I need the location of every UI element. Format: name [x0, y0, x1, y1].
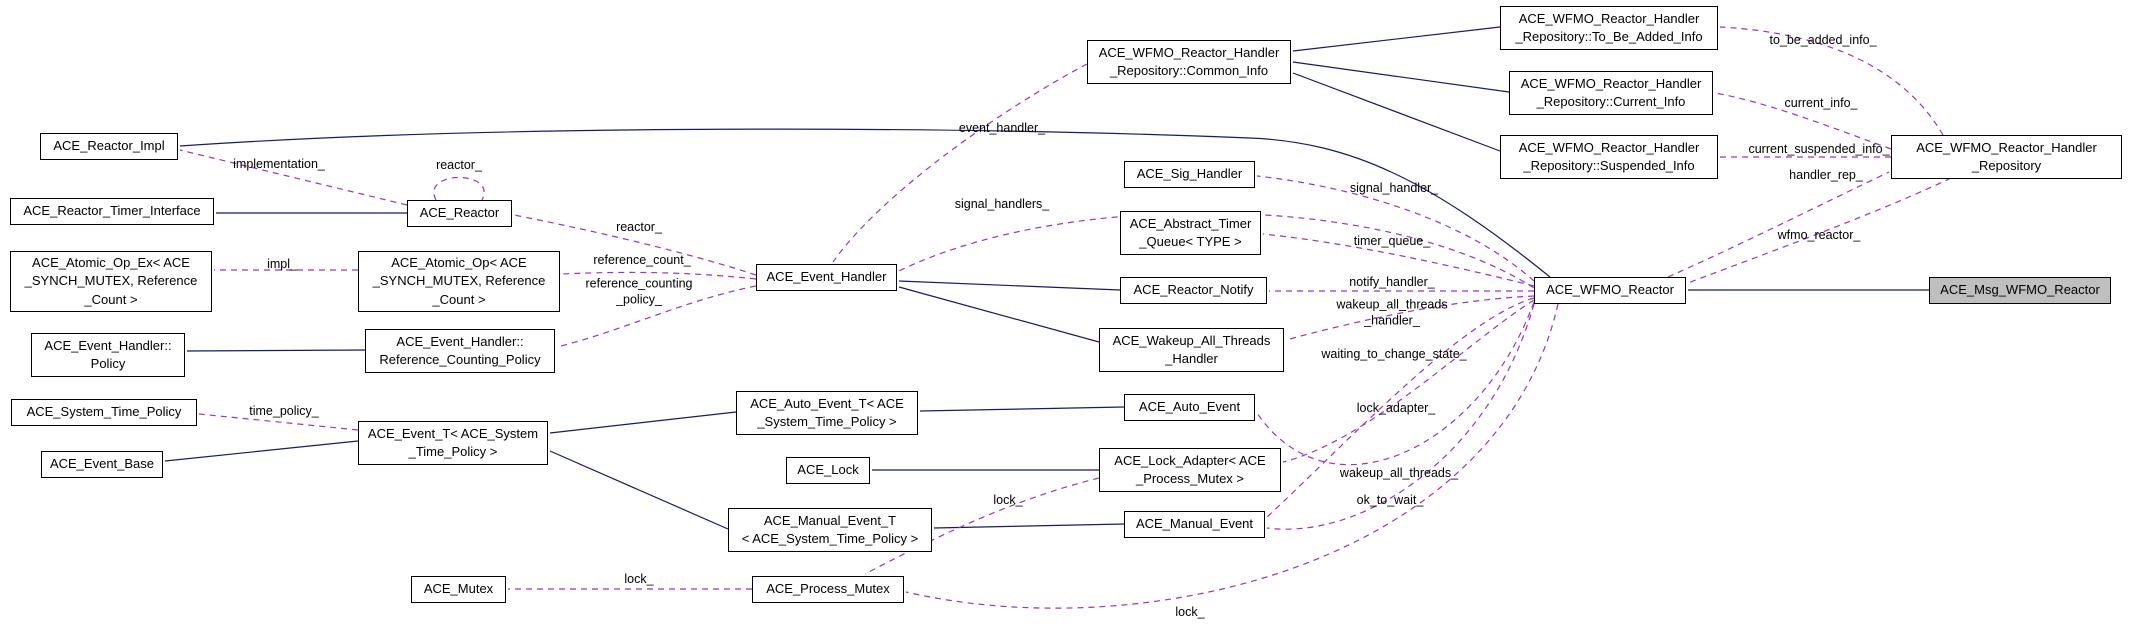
edge-inh-to-be-added-to-common-info: [1292, 26, 1501, 52]
node-ace-event-t[interactable]: ACE_Event_T< ACE_System _Time_Policy >: [358, 421, 548, 465]
edge-label-current-suspended-info: current_suspended_info_: [1748, 142, 1890, 157]
node-common-info[interactable]: ACE_WFMO_Reactor_Handler _Repository::Co…: [1087, 40, 1291, 84]
edge-use-lock-adapter: [1282, 299, 1535, 463]
node-ace-abstract-timer-queue[interactable]: ACE_Abstract_Timer _Queue< TYPE >: [1120, 211, 1261, 255]
node-ace-reactor[interactable]: ACE_Reactor: [407, 200, 512, 227]
node-ace-auto-event[interactable]: ACE_Auto_Event: [1124, 394, 1255, 421]
edge-inh-reactor-notify-to-event-handler: [898, 280, 1121, 291]
edge-inh-manual-event-t-to-event-t: [549, 450, 729, 530]
edge-label-lock-process-mutex: lock_: [624, 572, 654, 587]
edge-label-handler-rep: handler_rep_: [1789, 168, 1863, 183]
edge-inh-manual-event-to-manual-event-t: [933, 523, 1125, 529]
node-ace-event-handler[interactable]: ACE_Event_Handler: [756, 264, 897, 291]
node-ace-lock[interactable]: ACE_Lock: [786, 457, 870, 484]
edge-label-lock-lock-adapter: lock_: [993, 493, 1023, 508]
node-ace-auto-event-t[interactable]: ACE_Auto_Event_T< ACE _System_Time_Polic…: [736, 391, 918, 435]
edge-inh-auto-event-t-to-event-t: [549, 411, 737, 434]
edge-label-reference-count: reference_count_: [593, 253, 691, 268]
edge-use-time-policy: [198, 413, 359, 431]
node-ace-manual-event-t[interactable]: ACE_Manual_Event_T < ACE_System_Time_Pol…: [728, 508, 932, 552]
node-handler-repository[interactable]: ACE_WFMO_Reactor_Handler _Repository: [1891, 135, 2122, 179]
edge-use-implementation: [179, 149, 408, 206]
edge-label-reactor-self: reactor_: [436, 158, 482, 173]
node-ace-lock-adapter[interactable]: ACE_Lock_Adapter< ACE _Process_Mutex >: [1099, 448, 1281, 492]
edge-inh-auto-event-to-auto-event-t: [919, 406, 1125, 412]
edge-use-timer-queue: [1262, 233, 1535, 287]
edge-label-reactor: reactor_: [616, 220, 662, 235]
edge-use-to-be-added-info: [1719, 26, 1944, 136]
node-ace-atomic-op[interactable]: ACE_Atomic_Op< ACE _SYNCH_MUTEX, Referen…: [358, 251, 560, 312]
edge-inh-suspended-to-common-info: [1292, 72, 1501, 152]
edge-use-wakeup-all-threads-handler: [1285, 295, 1535, 341]
edge-label-current-info: current_info_: [1784, 96, 1858, 111]
node-ace-event-handler-ref-counting-policy[interactable]: ACE_Event_Handler:: Reference_Counting_P…: [365, 329, 555, 373]
node-ace-manual-event[interactable]: ACE_Manual_Event: [1124, 511, 1265, 538]
edge-inh-event-t-to-event-base: [164, 440, 359, 462]
node-ace-event-handler-policy[interactable]: ACE_Event_Handler:: Policy: [31, 333, 185, 377]
edge-label-wfmo-reactor: wfmo_reactor_: [1777, 228, 1861, 243]
edge-label-timer-queue: timer_queue_: [1353, 234, 1431, 249]
edge-use-reference-count: [561, 271, 757, 280]
node-ace-mutex[interactable]: ACE_Mutex: [411, 576, 506, 603]
edge-label-time-policy: time_policy_: [249, 404, 319, 419]
edge-label-to-be-added-info: to_be_added_info_: [1769, 33, 1877, 48]
node-ace-atomic-op-ex[interactable]: ACE_Atomic_Op_Ex< ACE _SYNCH_MUTEX, Refe…: [10, 251, 212, 312]
edge-inh-wakeup-handler-to-event-handler: [898, 286, 1100, 343]
edge-label-implementation: implementation_: [233, 157, 325, 172]
edge-use-event-handler-ptr: [832, 63, 1088, 263]
edge-use-ok-to-wait: [1266, 303, 1535, 530]
node-ace-reactor-timer-interface[interactable]: ACE_Reactor_Timer_Interface: [10, 198, 214, 225]
edge-use-signal-handlers: [898, 212, 1535, 289]
node-current-info[interactable]: ACE_WFMO_Reactor_Handler _Repository::Cu…: [1509, 71, 1713, 115]
edge-use-waiting-to-change-state: [1266, 297, 1535, 518]
edge-label-lock-adapter: lock_adapter_: [1356, 401, 1436, 416]
edge-label-wakeup-all-threads: wakeup_all_threads_: [1339, 466, 1459, 481]
edge-use-handler-rep: [1667, 171, 1890, 278]
edge-use-current-info: [1714, 92, 1892, 150]
node-ace-event-base[interactable]: ACE_Event_Base: [41, 451, 163, 478]
node-to-be-added-info[interactable]: ACE_WFMO_Reactor_Handler _Repository::To…: [1500, 6, 1718, 50]
edge-use-wakeup-all-threads: [1256, 301, 1535, 466]
edge-use-reactor-self-loop: [433, 177, 485, 201]
edge-use-event-handler-reactor: [513, 214, 757, 276]
edge-label-wakeup-all-threads-handler: wakeup_all_threads _handler_: [1336, 297, 1448, 327]
node-ace-process-mutex[interactable]: ACE_Process_Mutex: [752, 576, 904, 603]
edge-label-event-handler: event_handler_: [958, 121, 1046, 136]
edge-inh-wfmo-reactor-to-reactor-impl: [179, 128, 1551, 278]
edge-label-reference-counting-policy: reference_counting _policy_: [585, 276, 693, 306]
edge-label-notify-handler: notify_handler_: [1349, 275, 1435, 290]
edge-label-waiting-to-change-state: waiting_to_change_state_: [1321, 347, 1467, 362]
edge-label-ok-to-wait: ok_to_wait_: [1356, 493, 1424, 508]
node-ace-wakeup-all-threads-handler[interactable]: ACE_Wakeup_All_Threads _Handler: [1099, 328, 1284, 372]
node-ace-system-time-policy[interactable]: ACE_System_Time_Policy: [11, 399, 197, 426]
node-ace-reactor-impl[interactable]: ACE_Reactor_Impl: [40, 133, 178, 160]
node-ace-msg-wfmo-reactor: ACE_Msg_WFMO_Reactor: [1929, 277, 2111, 304]
edge-label-signal-handlers: signal_handlers_: [954, 197, 1050, 212]
edge-use-lock-wfmo: [905, 303, 1559, 609]
edge-inh-ref-counting-policy-to-policy: [186, 349, 366, 352]
node-ace-wfmo-reactor[interactable]: ACE_WFMO_Reactor: [1534, 277, 1686, 304]
node-ace-sig-handler[interactable]: ACE_Sig_Handler: [1124, 161, 1255, 188]
edge-label-impl: impl_: [267, 257, 297, 272]
node-suspended-info[interactable]: ACE_WFMO_Reactor_Handler _Repository::Su…: [1500, 135, 1718, 179]
edge-label-lock-wfmo: lock_: [1175, 605, 1205, 620]
edge-label-signal-handler: signal_handler_: [1349, 181, 1439, 196]
edge-inh-current-to-common-info: [1292, 61, 1510, 93]
edge-use-signal-handler: [1256, 175, 1535, 282]
edge-use-reference-counting-policy: [556, 285, 757, 348]
node-ace-reactor-notify[interactable]: ACE_Reactor_Notify: [1120, 277, 1267, 304]
edge-use-lock-lock-adapter: [864, 477, 1100, 575]
